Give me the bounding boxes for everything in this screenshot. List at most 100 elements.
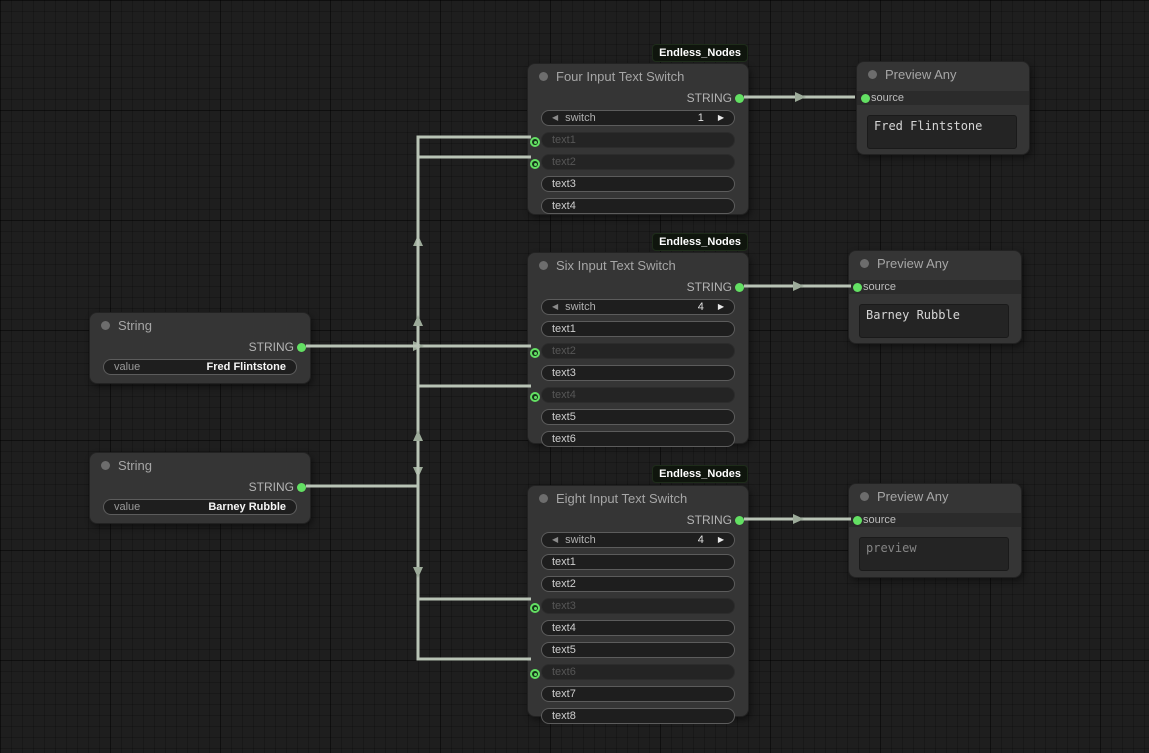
converted-input-pill[interactable]: text3 bbox=[541, 598, 735, 614]
input-socket[interactable] bbox=[530, 392, 540, 402]
text-widget[interactable]: text5 bbox=[541, 642, 735, 658]
preview-text-area[interactable]: Barney Rubble bbox=[859, 304, 1009, 338]
converted-input-pill[interactable]: text4 bbox=[541, 387, 735, 403]
node-preview-any-empty[interactable]: Preview Any source preview bbox=[848, 483, 1022, 578]
output-row: STRING bbox=[528, 88, 748, 108]
widget-row-text4: text4 bbox=[528, 387, 748, 407]
widget-label: text6 bbox=[552, 433, 576, 445]
input-socket[interactable] bbox=[861, 93, 870, 103]
collapse-dot-icon[interactable] bbox=[868, 69, 877, 79]
text-widget[interactable]: text4 bbox=[541, 198, 735, 214]
increment-arrow-icon[interactable]: ▶ bbox=[717, 113, 724, 122]
converted-input-pill[interactable]: text6 bbox=[541, 664, 735, 680]
widget-label: text3 bbox=[552, 600, 576, 612]
output-socket[interactable] bbox=[735, 93, 744, 103]
widget-row-text2: text2 bbox=[528, 343, 748, 363]
node-header[interactable]: Preview Any bbox=[857, 62, 1029, 86]
node-header[interactable]: Four Input Text Switch bbox=[528, 64, 748, 88]
preview-text-area[interactable]: Fred Flintstone bbox=[867, 115, 1017, 149]
value-widget[interactable]: value Barney Rubble bbox=[103, 499, 297, 515]
node-eight-input-text-switch[interactable]: Eight Input Text Switch STRING ◀ switch … bbox=[527, 485, 749, 724]
decrement-arrow-icon[interactable]: ◀ bbox=[552, 113, 559, 122]
collapse-dot-icon[interactable] bbox=[539, 71, 548, 81]
node-header[interactable]: Six Input Text Switch bbox=[528, 253, 748, 277]
text-widget[interactable]: text1 bbox=[541, 554, 735, 570]
widget-label: text6 bbox=[552, 666, 576, 678]
widget-row-text3: text3 bbox=[528, 365, 748, 385]
preview-text-area[interactable]: preview bbox=[859, 537, 1009, 571]
node-header[interactable]: Preview Any bbox=[849, 251, 1021, 275]
source-input-row: source bbox=[857, 91, 1029, 105]
preview-text: Barney Rubble bbox=[866, 308, 960, 322]
output-socket[interactable] bbox=[735, 515, 744, 525]
widget-row-text1: text1 bbox=[528, 321, 748, 341]
input-socket[interactable] bbox=[530, 137, 540, 147]
output-socket[interactable] bbox=[735, 282, 744, 292]
node-title-label: String bbox=[118, 457, 152, 473]
node-title-label: Six Input Text Switch bbox=[556, 257, 676, 273]
output-row: STRING bbox=[528, 510, 748, 530]
text-widget[interactable]: text7 bbox=[541, 686, 735, 702]
node-string-fred[interactable]: String STRING value Fred Flintstone bbox=[89, 312, 311, 384]
node-preview-any-fred[interactable]: Preview Any source Fred Flintstone bbox=[856, 61, 1030, 155]
node-six-input-text-switch[interactable]: Six Input Text Switch STRING ◀ switch 4 … bbox=[527, 252, 749, 447]
collapse-dot-icon[interactable] bbox=[101, 460, 110, 470]
collapse-dot-icon[interactable] bbox=[539, 493, 548, 503]
input-socket[interactable] bbox=[530, 669, 540, 679]
output-socket[interactable] bbox=[297, 342, 306, 352]
increment-arrow-icon[interactable]: ▶ bbox=[717, 302, 724, 311]
preview-text: preview bbox=[866, 541, 917, 555]
widget-label: text5 bbox=[552, 644, 576, 656]
output-label: STRING bbox=[686, 280, 732, 294]
value-widget[interactable]: value Fred Flintstone bbox=[103, 359, 297, 375]
switch-widget[interactable]: ◀ switch 4 ▶ bbox=[541, 299, 735, 315]
widget-label: text4 bbox=[552, 200, 576, 212]
converted-input-pill[interactable]: text1 bbox=[541, 132, 735, 148]
increment-arrow-icon[interactable]: ▶ bbox=[717, 535, 724, 544]
collapse-dot-icon[interactable] bbox=[860, 491, 869, 501]
node-four-input-text-switch[interactable]: Four Input Text Switch STRING ◀ switch 1… bbox=[527, 63, 749, 215]
widget-row-text7: text7 bbox=[528, 686, 748, 706]
switch-widget[interactable]: ◀ switch 4 ▶ bbox=[541, 532, 735, 548]
collapse-dot-icon[interactable] bbox=[539, 260, 548, 270]
node-header[interactable]: String bbox=[90, 313, 310, 337]
output-socket[interactable] bbox=[297, 482, 306, 492]
input-label: source bbox=[863, 281, 897, 293]
text-widget[interactable]: text6 bbox=[541, 431, 735, 447]
switch-label: switch bbox=[565, 301, 596, 313]
output-label: STRING bbox=[686, 513, 732, 527]
text-widget[interactable]: text4 bbox=[541, 620, 735, 636]
widget-row-text1: text1 bbox=[528, 132, 748, 152]
switch-value: 4 bbox=[697, 301, 704, 313]
converted-input-pill[interactable]: text2 bbox=[541, 154, 735, 170]
text-widget[interactable]: text5 bbox=[541, 409, 735, 425]
node-header[interactable]: Preview Any bbox=[849, 484, 1021, 508]
widget-label: text4 bbox=[552, 622, 576, 634]
decrement-arrow-icon[interactable]: ◀ bbox=[552, 535, 559, 544]
input-socket[interactable] bbox=[853, 515, 862, 525]
text-widget[interactable]: text2 bbox=[541, 576, 735, 592]
widget-label: value bbox=[114, 501, 141, 513]
text-widget[interactable]: text3 bbox=[541, 365, 735, 381]
input-socket[interactable] bbox=[530, 348, 540, 358]
node-header[interactable]: Eight Input Text Switch bbox=[528, 486, 748, 510]
node-preview-any-barney[interactable]: Preview Any source Barney Rubble bbox=[848, 250, 1022, 344]
input-socket[interactable] bbox=[530, 159, 540, 169]
node-header[interactable]: String bbox=[90, 453, 310, 477]
node-title-label: Four Input Text Switch bbox=[556, 68, 685, 84]
collapse-dot-icon[interactable] bbox=[860, 258, 869, 268]
collapse-dot-icon[interactable] bbox=[101, 320, 110, 330]
input-socket[interactable] bbox=[853, 282, 862, 292]
widget-label: text1 bbox=[552, 556, 576, 568]
text-widget[interactable]: text8 bbox=[541, 708, 735, 724]
decrement-arrow-icon[interactable]: ◀ bbox=[552, 302, 559, 311]
input-label: source bbox=[871, 92, 905, 104]
input-socket[interactable] bbox=[530, 603, 540, 613]
converted-input-pill[interactable]: text2 bbox=[541, 343, 735, 359]
switch-widget-row: ◀ switch 4 ▶ bbox=[528, 299, 748, 319]
text-widget[interactable]: text3 bbox=[541, 176, 735, 192]
switch-widget[interactable]: ◀ switch 1 ▶ bbox=[541, 110, 735, 126]
text-widget[interactable]: text1 bbox=[541, 321, 735, 337]
node-string-barney[interactable]: String STRING value Barney Rubble bbox=[89, 452, 311, 524]
